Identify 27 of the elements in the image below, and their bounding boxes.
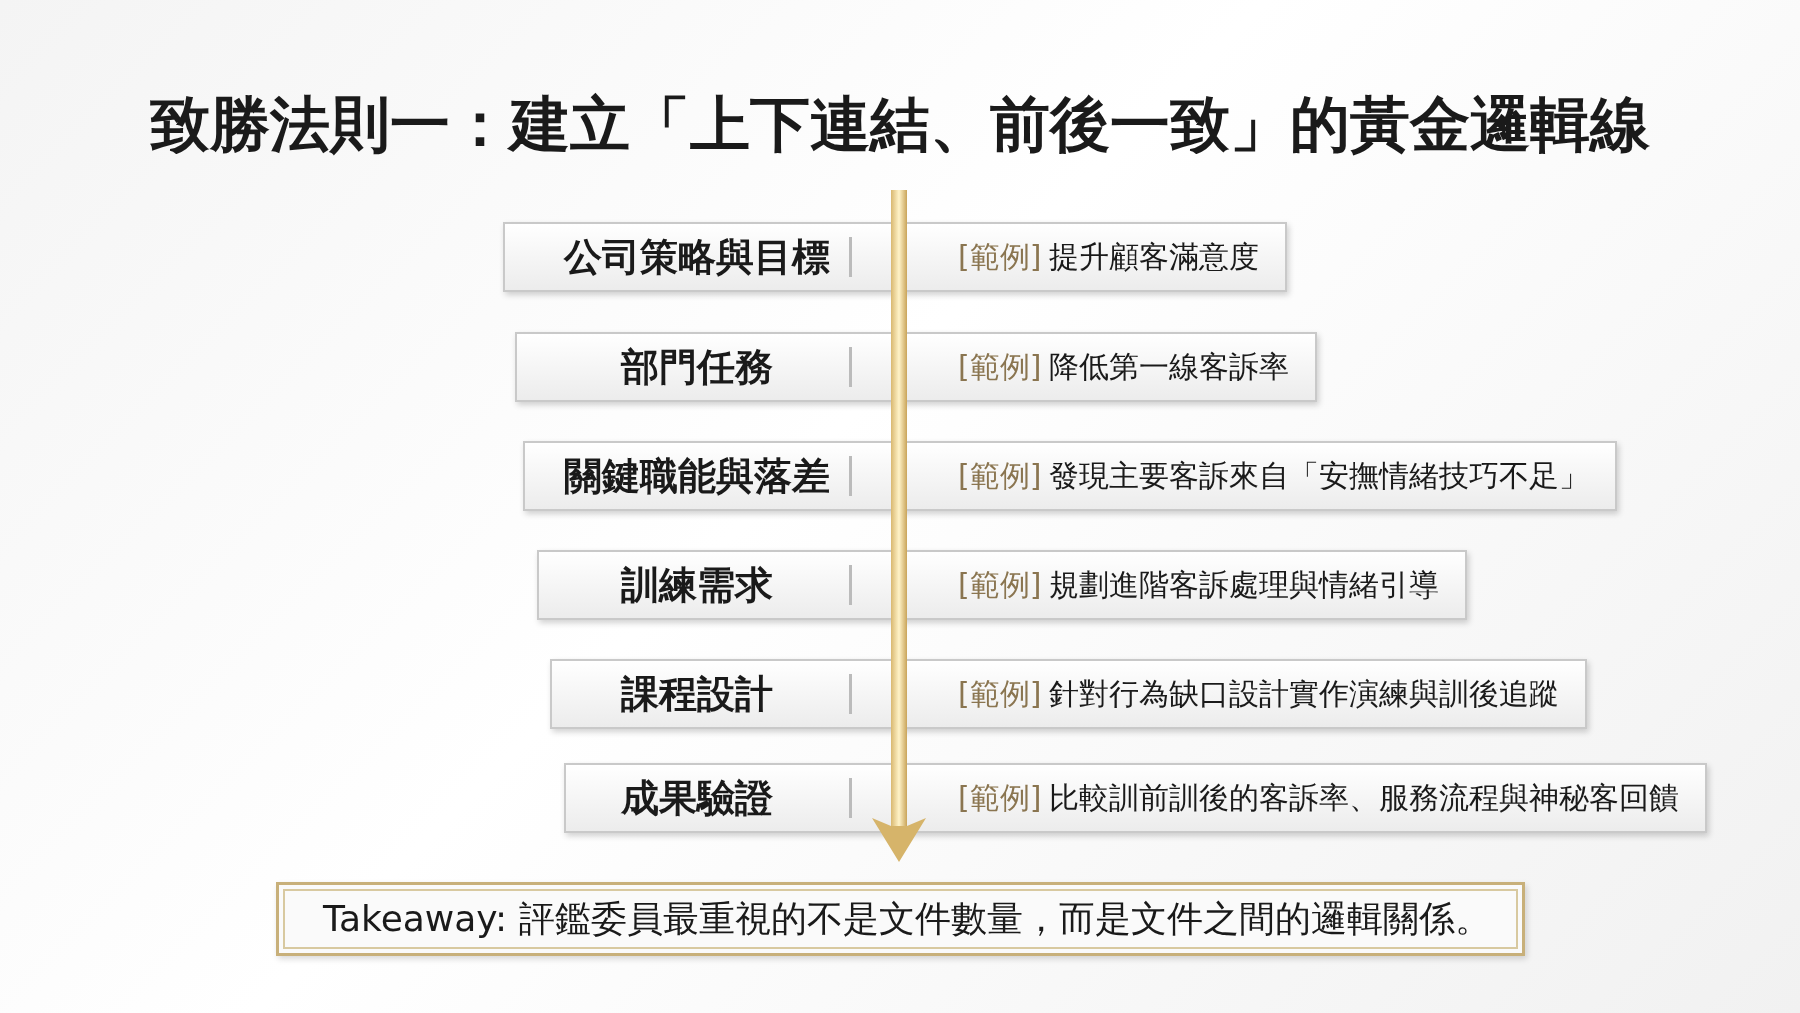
- example-text: 比較訓前訓後的客訴率、服務流程與神秘客回饋: [1049, 778, 1679, 817]
- step-box: [550, 659, 1587, 729]
- example-tag: [範例]: [958, 673, 1042, 715]
- step-box: [564, 763, 1707, 833]
- example-text: 針對行為缺口設計實作演練與訓後追蹤: [1049, 674, 1559, 713]
- example-tag: [範例]: [958, 777, 1042, 819]
- example-tag: [範例]: [958, 455, 1042, 497]
- example-text: 發現主要客訴來自「安撫情緒技巧不足」: [1049, 456, 1589, 495]
- example-text: 提升顧客滿意度: [1049, 237, 1259, 276]
- step-box: [503, 222, 1287, 292]
- example-tag: [範例]: [958, 346, 1042, 388]
- takeaway-text: Takeaway: 評鑑委員最重視的不是文件數量，而是文件之間的邏輯關係。: [323, 896, 1491, 941]
- step-label: 成果驗證: [621, 774, 773, 822]
- step-label: 課程設計: [621, 670, 773, 718]
- example-tag: [範例]: [958, 236, 1042, 278]
- example-text: 規劃進階客訴處理與情緒引導: [1049, 565, 1439, 604]
- step-box: [523, 441, 1617, 511]
- title: 致勝法則一：建立「上下連結、前後一致」的黃金邏輯線: [149, 88, 1651, 160]
- example-text: 降低第一線客訴率: [1049, 347, 1289, 386]
- step-label: 公司策略與目標: [564, 233, 830, 281]
- step-box: [515, 332, 1317, 402]
- takeaway-box: [276, 882, 1525, 956]
- example-tag: [範例]: [958, 564, 1042, 606]
- step-box: [537, 550, 1467, 620]
- step-label: 部門任務: [621, 343, 773, 391]
- step-label: 訓練需求: [621, 561, 773, 609]
- step-label: 關鍵職能與落差: [564, 452, 830, 500]
